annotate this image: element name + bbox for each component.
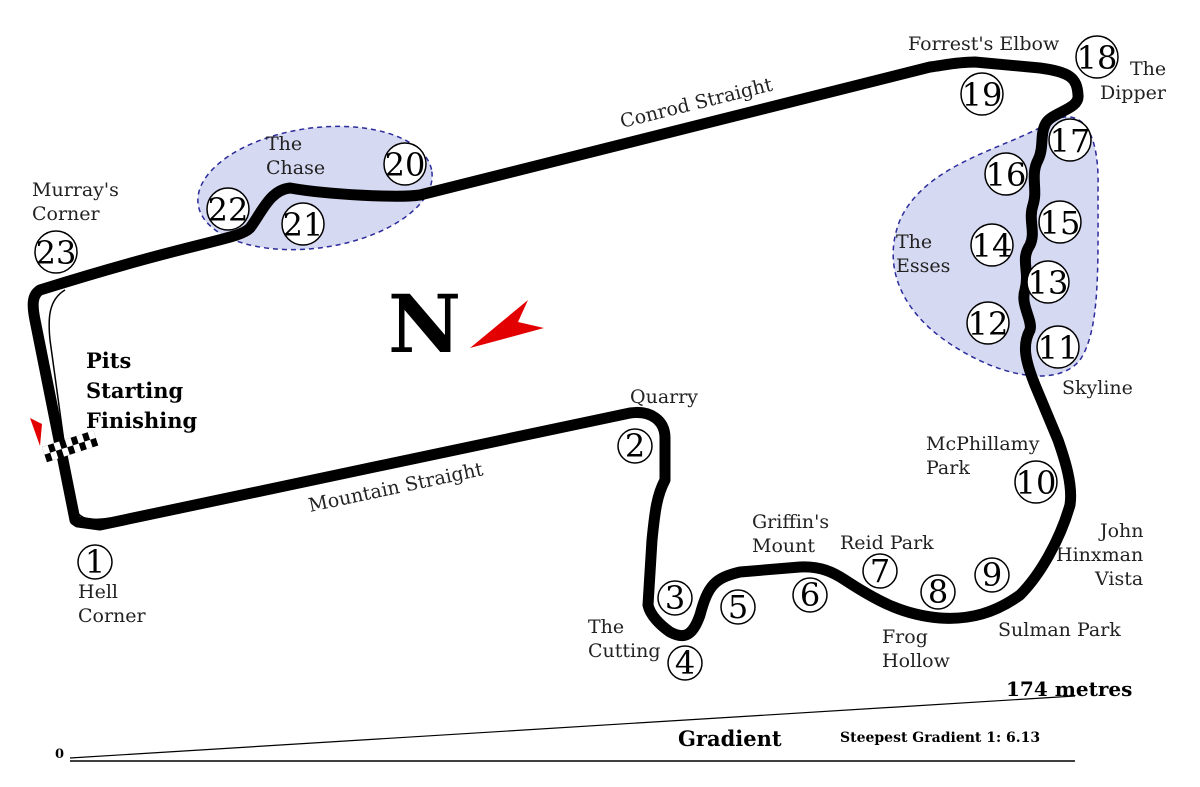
corner-marker-22: 22	[206, 187, 250, 231]
corner-number: 5	[728, 588, 748, 626]
corner-number: 23	[36, 234, 77, 272]
vista-label-line1: John	[1098, 520, 1144, 542]
pits-text: Pits	[86, 348, 131, 373]
corner-number: 7	[870, 552, 890, 590]
corner-number: 16	[986, 156, 1027, 194]
corner-marker-5: 5	[720, 588, 756, 626]
corner-name: Cutting	[588, 640, 661, 662]
corner-name: The	[1130, 58, 1166, 80]
corner-name: Sulman Park	[998, 619, 1121, 641]
corner-number: 20	[385, 146, 426, 184]
corner-marker-20: 20	[383, 142, 427, 186]
corner-number: 18	[1077, 39, 1118, 77]
corner-marker-23: 23	[34, 230, 78, 274]
corner-number: 19	[962, 76, 1003, 114]
corner-number: 10	[1016, 464, 1057, 502]
direction-arrow-icon	[30, 418, 42, 446]
corner-name: Mount	[752, 535, 815, 557]
steepest-gradient-label: Steepest Gradient 1: 6.13	[840, 730, 1040, 746]
corner-number: 12	[968, 305, 1009, 343]
gradient-zero-label: 0	[55, 747, 64, 762]
corner-name: Skyline	[1062, 377, 1133, 399]
corner-number: 15	[1040, 204, 1081, 242]
start-finish-line	[42, 430, 99, 463]
gradient-slope	[69, 695, 1076, 759]
compass-letter: N	[388, 277, 461, 371]
pit-label: Pits Starting Finishing	[86, 348, 197, 433]
corner-marker-9: 9	[974, 556, 1010, 594]
corner-name: Reid Park	[840, 532, 934, 554]
corner-marker-10: 10	[1014, 460, 1058, 504]
corner-number: 21	[283, 206, 324, 244]
corner-marker-15: 15	[1038, 200, 1082, 244]
corner-number: 3	[665, 579, 685, 617]
corner-marker-18: 18	[1075, 35, 1119, 79]
corner-marker-8: 8	[920, 573, 956, 611]
gradient-title: Gradient	[678, 726, 782, 751]
corner-marker-11: 11	[1036, 325, 1080, 369]
corner-marker-13: 13	[1026, 260, 1070, 304]
race-track	[27, 56, 1084, 642]
vista-label-line3: Vista	[1094, 568, 1143, 590]
corner-marker-17: 17	[1048, 118, 1092, 162]
corner-number: 17	[1050, 122, 1091, 160]
corner-marker-19: 19	[960, 72, 1004, 116]
esses-label-line2: Esses	[896, 255, 950, 277]
corner-number: 8	[928, 573, 948, 611]
starting-text: Starting	[86, 378, 183, 403]
corner-marker-7: 7	[862, 552, 898, 590]
corner-name: Corner	[32, 203, 101, 225]
corner-name: Dipper	[1100, 82, 1167, 104]
corner-name: Park	[926, 457, 970, 479]
corner-number: 2	[625, 427, 645, 465]
finishing-text: Finishing	[86, 408, 197, 433]
corner-marker-12: 12	[966, 301, 1010, 345]
corner-name: Hollow	[882, 650, 951, 672]
corner-name: Forrest's Elbow	[908, 33, 1060, 55]
corner-name: The	[588, 616, 624, 638]
corner-number: 14	[972, 227, 1013, 265]
corner-number: 11	[1038, 329, 1079, 367]
corner-name: Quarry	[630, 386, 698, 408]
corner-marker-14: 14	[970, 223, 1014, 267]
corner-markers: 1 2 3 4 5 6 7 8 9 10 11 12 13 14 15 16 1…	[34, 35, 1119, 682]
corner-name: Corner	[78, 605, 147, 627]
corner-number: 22	[208, 191, 249, 229]
corner-name: Griffin's	[752, 511, 829, 533]
corner-marker-1: 1	[77, 543, 113, 581]
vista-label-line2: Hinxman	[1056, 544, 1143, 566]
corner-name: Hell	[78, 581, 118, 603]
corner-name: Murray's	[32, 179, 119, 201]
corner-number: 1	[85, 543, 105, 581]
chase-label-line1: The	[266, 133, 302, 155]
corner-number: 4	[675, 644, 695, 682]
corner-marker-6: 6	[792, 576, 828, 614]
corner-number: 6	[800, 576, 820, 614]
corner-marker-3: 3	[657, 579, 693, 617]
corner-name: Frog	[882, 626, 928, 648]
chase-label-line2: Chase	[266, 157, 325, 179]
corner-marker-21: 21	[281, 202, 325, 246]
esses-label-line1: The	[896, 231, 932, 253]
gradient-profile: 0 174 metres Gradient Steepest Gradient …	[55, 677, 1132, 762]
corner-marker-16: 16	[984, 152, 1028, 196]
corner-number: 9	[982, 556, 1002, 594]
north-arrow-icon	[470, 300, 544, 348]
corner-marker-2: 2	[617, 427, 653, 465]
gradient-max-label: 174 metres	[1006, 677, 1132, 701]
pit-lane	[48, 289, 111, 521]
corner-marker-4: 4	[667, 644, 703, 682]
corner-name: McPhillamy	[926, 433, 1040, 455]
corner-number: 13	[1028, 264, 1069, 302]
